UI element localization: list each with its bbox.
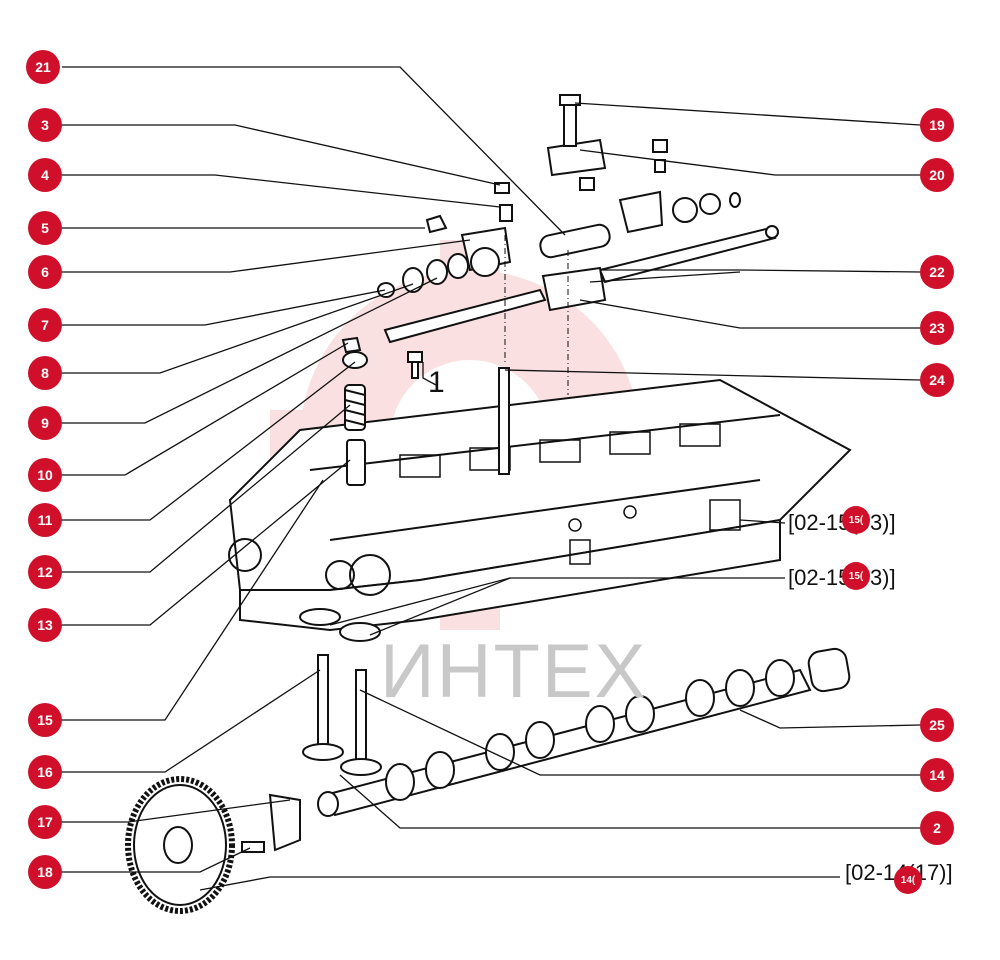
- callout-14[interactable]: 14: [920, 758, 954, 792]
- callout-9[interactable]: 9: [28, 406, 62, 440]
- callout-5[interactable]: 5: [28, 211, 62, 245]
- callout-13[interactable]: 13: [28, 608, 62, 642]
- reference-badge-2[interactable]: 15(: [842, 562, 870, 590]
- bracket-drawing: [541, 94, 668, 312]
- reference-badge-1[interactable]: 15(: [842, 506, 870, 534]
- callout-7[interactable]: 7: [28, 308, 62, 342]
- callout-8[interactable]: 8: [28, 356, 62, 390]
- callout-4[interactable]: 4: [28, 158, 62, 192]
- callout-18[interactable]: 18: [28, 855, 62, 889]
- callout-11[interactable]: 11: [28, 503, 62, 537]
- callout-10[interactable]: 10: [28, 458, 62, 492]
- callout-6[interactable]: 6: [28, 255, 62, 289]
- callout-25[interactable]: 25: [920, 708, 954, 742]
- timing-gear-drawing: [125, 776, 301, 914]
- rocker-arm-drawing: [377, 182, 741, 298]
- fastener-label: 1: [428, 366, 445, 399]
- dash-dot-lines: [504, 235, 569, 395]
- callout-21[interactable]: 21: [26, 50, 60, 84]
- cylinder-head-drawing: [228, 378, 852, 632]
- watermark-text: ИНТЕХ: [380, 629, 648, 714]
- section-reference-1[interactable]: [02-15(03)]: [788, 510, 896, 536]
- reference-badge-3[interactable]: 14(: [894, 866, 922, 894]
- callout-17[interactable]: 17: [28, 805, 62, 839]
- callout-22[interactable]: 22: [920, 255, 954, 289]
- section-reference-2[interactable]: [02-15(03)]: [788, 565, 896, 591]
- callout-3[interactable]: 3: [28, 108, 62, 142]
- callout-20[interactable]: 20: [920, 158, 954, 192]
- leader-lines: [62, 66, 921, 891]
- valve-parts-drawing: [299, 336, 510, 776]
- callout-12[interactable]: 12: [28, 555, 62, 589]
- callout-23[interactable]: 23: [920, 311, 954, 345]
- callout-19[interactable]: 19: [920, 108, 954, 142]
- callout-2[interactable]: 2: [920, 811, 954, 845]
- callout-24[interactable]: 24: [920, 363, 954, 397]
- callout-15[interactable]: 15: [28, 703, 62, 737]
- callout-16[interactable]: 16: [28, 755, 62, 789]
- camshaft-drawing: [317, 647, 851, 817]
